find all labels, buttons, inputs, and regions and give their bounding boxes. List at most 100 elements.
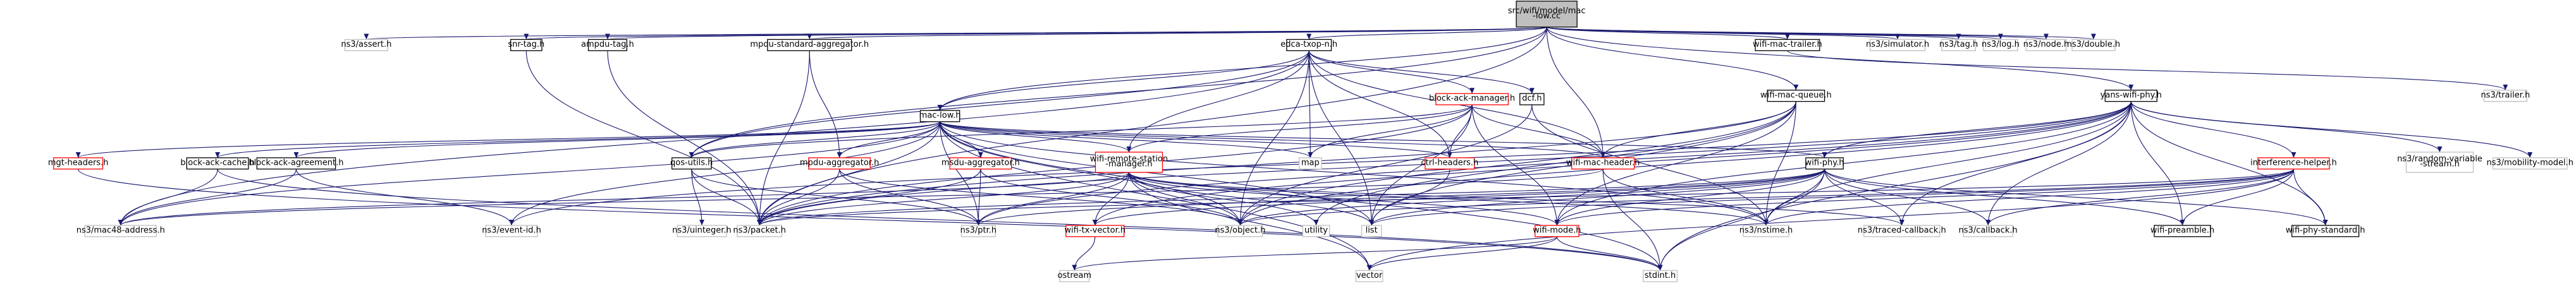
node-blockackagreement-label-0: block-ack-agreement.h <box>248 158 343 167</box>
node-wifiphystd[interactable]: wifi-phy-standard.h <box>2286 225 2365 237</box>
node-macaddr-label-0: ns3/mac48-address.h <box>77 225 165 235</box>
node-wifiphy[interactable]: wifi-phy.h <box>1805 157 1844 170</box>
node-yanswifiphy-label-0: yans-wifi-phy.h <box>2101 90 2162 100</box>
edge-wifiremote-to-packet <box>757 172 1130 226</box>
edge-maclow-to-qosutils <box>689 121 941 158</box>
node-double-label-0: ns3/double.h <box>2067 40 2120 49</box>
node-log-label-0: ns3/log.h <box>1982 40 2020 49</box>
root-node[interactable]: src/wifi/model/mac-low.cc <box>1508 1 1586 28</box>
edge-yanswifiphy-to-wifipreamble <box>2130 101 2185 225</box>
node-double-box <box>2071 39 2116 51</box>
edge-yanswifiphy-to-interference <box>2130 101 2297 158</box>
node-ampdutag[interactable]: ampdu-tag.h <box>581 39 634 51</box>
node-macaddr: ns3/mac48-address.h <box>77 225 165 237</box>
node-wifimacqueue[interactable]: wifi-mac-queue.h <box>1760 90 1832 102</box>
node-nstime: ns3/nstime.h <box>1739 225 1793 237</box>
node-mobility: ns3/mobility-model.h <box>2486 157 2573 170</box>
edge-wifiremote-to-ptr <box>976 172 1130 225</box>
edge-blockackmgr-to-ctrlheaders <box>1447 104 1473 158</box>
node-ampdutag-label-0: ampdu-tag.h <box>581 40 634 49</box>
node-mgtheaders[interactable]: mgt-headers.h <box>48 157 109 170</box>
node-callback: ns3/callback.h <box>1959 225 2018 237</box>
edge-msduagg-to-ptr <box>976 169 981 225</box>
node-blockackagreement-box <box>256 157 336 170</box>
node-maclow-box <box>919 110 960 123</box>
node-wifimactrailer[interactable]: wifi-mac-trailer.h <box>1753 39 1822 51</box>
node-nstime-label-0: ns3/nstime.h <box>1739 225 1793 235</box>
node-ctrlheaders[interactable]: ctrl-headers.h <box>1421 157 1478 170</box>
node-utility-box <box>1302 225 1330 237</box>
node-packet-box <box>737 225 783 237</box>
node-blockackagreement[interactable]: block-ack-agreement.h <box>248 157 344 170</box>
node-mpduagg-label-0: mpdu-aggregator.h <box>800 158 879 167</box>
edge-wifimacqueue-to-wifimacheader <box>1600 101 1796 158</box>
node-ptr: ns3/ptr.h <box>960 225 997 237</box>
node-object-box <box>1217 225 1263 237</box>
node-wifimode[interactable]: wifi-mode.h <box>1533 225 1581 237</box>
node-tracedcb-box <box>1863 225 1941 237</box>
node-mpduagg[interactable]: mpdu-aggregator.h <box>800 157 879 170</box>
node-mgtheaders-box <box>53 157 104 170</box>
edge-root-to-double <box>1546 27 2096 40</box>
edge-yanswifiphy-to-randomvar <box>2130 101 2443 153</box>
edge-mgtheaders-to-stdint <box>78 169 1663 271</box>
node-stdint-box <box>1643 270 1678 282</box>
edge-wifiremote-to-macaddr <box>118 172 1130 226</box>
node-edcatxop[interactable]: edca-txop-n.h <box>1280 39 1337 51</box>
node-blockackmgr-box <box>1435 93 1509 105</box>
node-qosutils[interactable]: qos-utils.h <box>670 157 713 170</box>
node-log-box <box>1983 39 2018 51</box>
edge-wifiphy-to-wifimode <box>1554 169 1825 226</box>
edge-interference-to-vector <box>1366 169 2295 271</box>
edge-mpduagg-to-object <box>839 169 1243 226</box>
edge-wifimactrailer-to-trailer <box>1787 50 2508 91</box>
node-wifitxvector[interactable]: wifi-tx-vector.h <box>1064 225 1125 237</box>
node-simulator: ns3/simulator.h <box>1866 39 1929 51</box>
node-randomvar-label-0: ns3/random-variable <box>2397 154 2482 164</box>
node-wifiphystd-box <box>2291 225 2360 237</box>
node-wifimacqueue-label-0: wifi-mac-queue.h <box>1760 90 1832 100</box>
node-mpdustdagg[interactable]: mpdu-standard-aggregator.h <box>750 39 869 51</box>
node-msduagg[interactable]: msdu-aggregator.h <box>941 157 1020 170</box>
edge-blockackcache-to-macaddr <box>118 169 218 225</box>
node-ostream: ostream <box>1058 270 1091 282</box>
node-node-box <box>2025 39 2067 51</box>
node-vector-box <box>1355 270 1383 282</box>
edge-wifiremote-to-tracedcb <box>1128 172 1904 226</box>
edge-wifiphy-to-nstime <box>1763 169 1825 225</box>
node-blockackmgr[interactable]: block-ack-manager.h <box>1429 93 1515 105</box>
node-wifimacheader[interactable]: wifi-mac-header.h <box>1566 157 1640 170</box>
node-blockackcache-box <box>186 157 249 170</box>
edge-wifimode-to-stdint <box>1556 236 1663 271</box>
edge-interference-to-callback <box>1985 169 2295 226</box>
node-wifiremote-label-1: -manager.h <box>1105 160 1152 169</box>
node-dcf[interactable]: dcf.h <box>1519 93 1545 105</box>
edge-root-to-qosutils <box>689 27 1547 158</box>
node-wifipreamble[interactable]: wifi-preamble.h <box>2150 225 2214 237</box>
node-wifitxvector-label-0: wifi-tx-vector.h <box>1064 225 1125 235</box>
node-yanswifiphy-box <box>2104 90 2157 102</box>
edge-edcatxop-to-maclow <box>937 51 1309 111</box>
node-yanswifiphy[interactable]: yans-wifi-phy.h <box>2101 90 2162 102</box>
edge-edcatxop-to-qosutils <box>689 51 1309 158</box>
node-randomvar-box <box>2405 152 2474 173</box>
node-node-label-0: ns3/node.h <box>2023 40 2069 49</box>
edge-yanswifiphy-to-wifiphy <box>1822 101 2131 158</box>
edge-edcatxop-to-object <box>1237 51 1309 225</box>
edge-yanswifiphy-to-object <box>1237 101 2131 225</box>
edge-mpduagg-to-ptr <box>839 169 981 225</box>
node-asset-box <box>344 39 388 51</box>
node-qosutils-box <box>672 157 712 170</box>
node-mpduagg-box <box>808 157 871 170</box>
node-maclow[interactable]: mac-low.h <box>919 110 961 123</box>
node-ampdutag-box <box>587 39 627 51</box>
edge-maclow-to-blockackagreement <box>293 121 941 158</box>
node-interference[interactable]: interference-helper.h <box>2250 157 2337 170</box>
edge-yanswifiphy-to-ptr <box>976 101 2131 225</box>
edge-wifimacheader-to-stdint <box>1602 169 1663 271</box>
node-wifiremote[interactable]: wifi-remote-station-manager.h <box>1090 152 1168 173</box>
node-blockackcache[interactable]: block-ack-cache.h <box>180 157 255 170</box>
edge-maclow-to-wifiphy <box>940 121 1827 158</box>
node-snrtag[interactable]: snr-tag.h <box>508 39 544 51</box>
